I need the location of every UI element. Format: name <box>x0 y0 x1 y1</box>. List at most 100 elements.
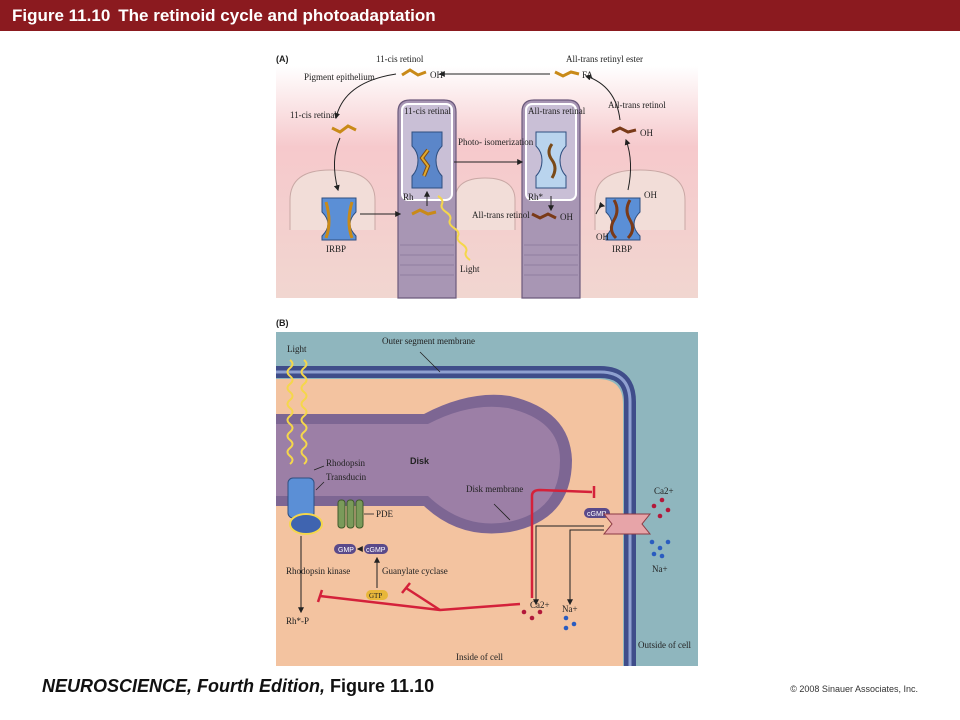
cycle-arrow-top-right <box>584 74 621 121</box>
cis-retinal-left-label: 11-cis retinal <box>290 110 337 120</box>
outer-segment-membrane-inner <box>276 370 632 666</box>
oh-right-label: OH <box>640 128 653 138</box>
cis-retinal-rod-molecule <box>411 208 437 216</box>
footer-figure: Figure 11.10 <box>330 676 435 696</box>
cis-retinol-top-label: 11-cis retinol <box>376 54 424 64</box>
irbp-left-retinal-2 <box>347 201 354 239</box>
outer-membrane-label: Outer segment membrane <box>382 336 475 346</box>
title-bar: Figure 11.10 The retinoid cycle and photo… <box>0 0 960 31</box>
all-trans-retinol-right-label: All-trans retinol <box>608 100 666 110</box>
oh-top-label: OH <box>430 70 443 80</box>
photoisomerization-label: Photo- isomerization <box>458 137 534 147</box>
footer-book: NEUROSCIENCE, <box>42 676 193 696</box>
panel-b-tag: (B) <box>276 318 289 328</box>
oh-irbp-top-label: OH <box>644 190 657 200</box>
outer-membrane-leader <box>419 351 441 373</box>
irbp-right-label: IRBP <box>612 244 632 254</box>
gtp-chip <box>366 590 388 600</box>
irbp-left-icon <box>321 197 357 241</box>
retinyl-ester-label: All-trans retinyl ester <box>566 54 643 64</box>
rhodopsin-label: Rhodopsin <box>326 458 366 468</box>
disk-interior <box>276 406 560 524</box>
cis-retinal-in-rhodopsin-core <box>420 149 430 177</box>
rhodopsin-leader <box>313 465 325 471</box>
irbp-right-retinol <box>609 199 619 240</box>
footer-edition: Fourth Edition, <box>197 676 326 696</box>
sodium-ions-inside <box>563 615 577 631</box>
pde-label: PDE <box>376 509 394 519</box>
footer-copyright: © 2008 Sinauer Associates, Inc. <box>790 684 918 694</box>
cis-retinal-box-label: 11-cis retinal <box>404 106 451 116</box>
light-wave-b1-icon <box>286 359 294 465</box>
na-inside-label: Na+ <box>562 604 578 614</box>
irbp-left-retinal <box>324 201 331 239</box>
inhibition-bar-kinase <box>316 589 324 603</box>
pigment-epithelium-text: Pigment epithelium <box>304 72 375 82</box>
trans-retinol-right-molecule <box>611 126 637 134</box>
all-trans-retinol-mid-label: All-trans retinol <box>472 210 530 220</box>
panel-a-tag: (A) <box>276 54 289 64</box>
cycle-arrow-left-down <box>333 137 341 192</box>
rh-label: Rh <box>403 192 414 202</box>
oh-mid-label: OH <box>560 212 573 222</box>
cycle-arrow-rod-to-irbp <box>595 201 606 215</box>
cgmp-channel-chip <box>584 508 610 518</box>
calcium-ions-inside <box>521 609 543 621</box>
gmp-label: GMP <box>338 547 354 554</box>
transducin-leader <box>315 481 325 491</box>
cycle-arrow-top-left <box>334 73 397 120</box>
trans-retinal-in-rhodopsin-icon <box>547 143 557 179</box>
gmp-chip <box>334 544 356 554</box>
light-b-label: Light <box>287 344 307 354</box>
calcium-to-channel-path <box>530 488 593 598</box>
inhibition-bar-cyclase <box>401 582 411 594</box>
disk-label: Disk <box>410 456 430 466</box>
panel-a: (A) 11-cis retinol OH All-trans retinyl … <box>276 54 698 299</box>
inside-of-cell-label: Inside of cell <box>456 652 503 662</box>
transducin-label: Transducin <box>326 472 367 482</box>
cis-retinal-left-molecule <box>331 124 357 134</box>
cgmp-channel-label: cGMP <box>587 511 607 518</box>
rod-left-disks <box>400 244 454 276</box>
rh-star-label: Rh* <box>528 192 544 202</box>
oh-irbp-bottom-label: OH <box>596 232 609 242</box>
figure-title: The retinoid cycle and photoadaptation <box>118 6 436 25</box>
disk-membrane-label: Disk membrane <box>466 484 523 494</box>
cycle-arrow-right-up <box>624 138 632 191</box>
calcium-flow-line <box>533 525 604 606</box>
sodium-ions-outside <box>649 539 671 559</box>
light-a-label: Light <box>460 264 480 274</box>
rod-right-disks <box>524 244 578 276</box>
epithelium-bump-mid <box>454 177 516 230</box>
irbp-left-label: IRBP <box>326 244 346 254</box>
light-wave-a-icon <box>437 195 471 261</box>
figure-number: Figure 11.10 <box>12 6 111 25</box>
pigment-epithelium-label: Pigment epithelium <box>304 72 375 82</box>
retinyl-ester-molecule <box>554 70 580 78</box>
inhibition-branch-cyclase <box>405 586 441 612</box>
ca-outside-label: Ca2+ <box>654 486 674 496</box>
fa-label: FA <box>582 70 593 80</box>
panel-b: (B) GMP cGMP GTP <box>276 318 698 666</box>
gtp-label: GTP <box>369 592 382 600</box>
cgmp-channel-icon <box>602 513 652 535</box>
disk-membrane-leader <box>493 503 511 521</box>
pde-icon <box>337 499 364 529</box>
na-outside-label: Na+ <box>652 564 668 574</box>
calcium-ions-outside <box>651 497 671 519</box>
light-wave-b2-icon <box>300 359 308 465</box>
transducin-icon <box>289 513 323 535</box>
cgmp-label: cGMP <box>366 547 386 554</box>
sodium-flow-line <box>567 529 604 606</box>
outside-of-cell-label: Outside of cell <box>638 640 691 650</box>
rhodopsin-icon <box>411 131 443 189</box>
all-trans-retinal-box-label: All-trans retinal <box>528 106 586 116</box>
rhodopsin-kinase-label: Rhodopsin kinase <box>286 566 350 576</box>
rh-p-label: Rh*-P <box>286 616 309 626</box>
trans-retinol-rod-molecule <box>531 212 557 220</box>
rhodopsin-b-icon <box>287 477 315 519</box>
cis-retinol-top-molecule <box>401 68 427 77</box>
cgmp-chip <box>364 544 388 554</box>
guanylate-cyclase-label: Guanylate cyclase <box>382 566 448 576</box>
